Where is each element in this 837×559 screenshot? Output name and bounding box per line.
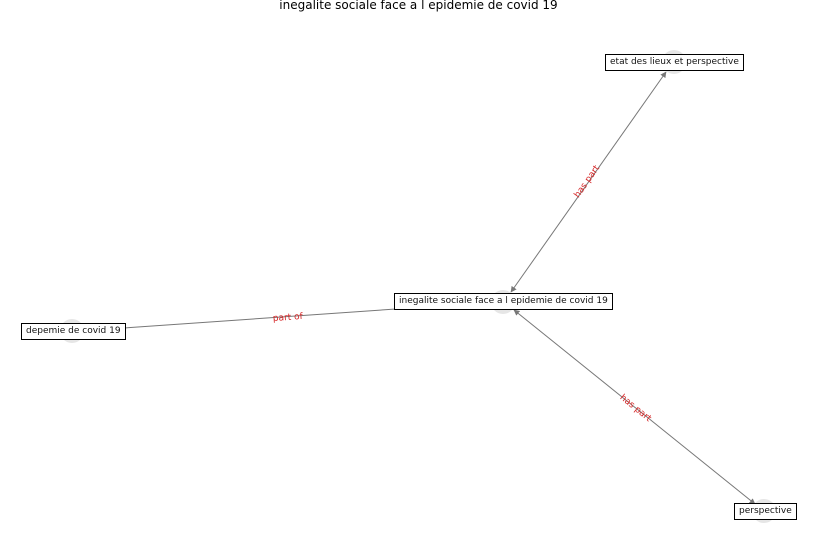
diagram-title: inegalite sociale face a l epidemie de c…: [279, 0, 558, 12]
node-perspective[interactable]: perspective: [734, 503, 797, 520]
node-depemie[interactable]: depemie de covid 19: [21, 323, 126, 340]
edge-center-etat: [510, 71, 667, 293]
edge-label-has-part-1: has part: [573, 163, 603, 200]
edge-label-has-part-2: has part: [618, 393, 654, 424]
node-center[interactable]: inegalite sociale face a l epidemie de c…: [394, 293, 613, 310]
edge-center-depemie: [123, 308, 397, 329]
edge-center-perspective: [513, 309, 756, 505]
node-etat-des-lieux[interactable]: etat des lieux et perspective: [605, 54, 744, 71]
edge-label-part-of: part of: [273, 312, 304, 324]
